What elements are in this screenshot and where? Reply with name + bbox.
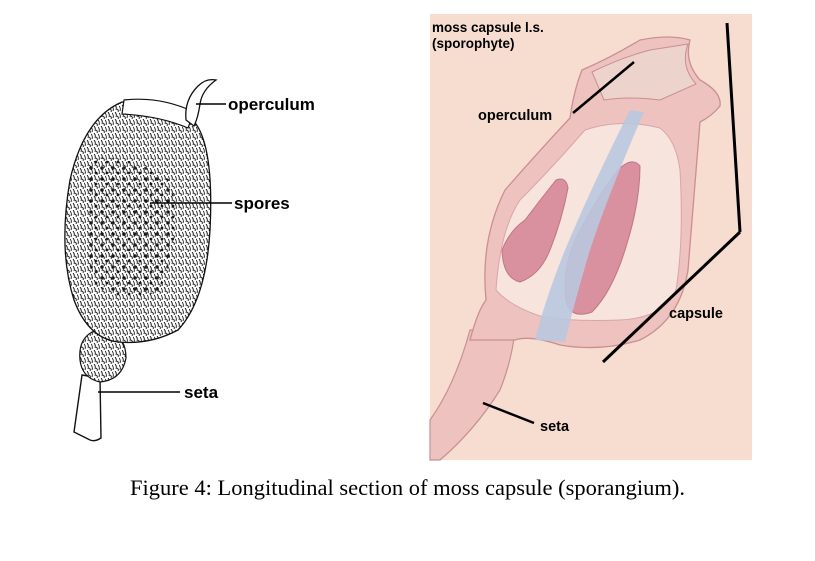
- micrograph-spore-mass-left: [501, 178, 569, 283]
- drawing-seta-label: seta: [184, 383, 219, 402]
- capsule-micrograph: moss capsule l.s. (sporophyte) operculum…: [429, 14, 752, 461]
- capsule-bracket-upper: [725, 22, 742, 233]
- drawing-operculum-label: operculum: [228, 95, 315, 114]
- micrograph-columella: [535, 110, 644, 342]
- micrograph-seta-pointer: [482, 401, 535, 425]
- capsule-bracket-lower: [601, 230, 742, 364]
- drawing-rim: [121, 98, 195, 129]
- drawing-spore-sac: [86, 157, 176, 298]
- figure-caption: Figure 4: Longitudinal section of moss c…: [130, 475, 685, 500]
- drawing-neck: [79, 329, 127, 383]
- micrograph-capsule-label: capsule: [669, 306, 723, 322]
- micrograph-operculum: [591, 43, 697, 101]
- micrograph-title-line2: (sporophyte): [432, 36, 515, 51]
- figure-graphics: operculum spores seta moss cap: [64, 14, 752, 461]
- micrograph-operculum-label: operculum: [478, 108, 552, 124]
- capsule-drawing: operculum spores seta: [64, 78, 315, 442]
- micrograph-seta: [429, 329, 516, 461]
- drawing-spores-label: spores: [234, 194, 290, 213]
- micrograph-title-line1: moss capsule l.s.: [432, 20, 544, 35]
- drawing-operculum: [185, 78, 218, 127]
- micrograph-seta-label: seta: [540, 419, 570, 435]
- drawing-seta: [73, 374, 102, 442]
- micrograph-operculum-pointer: [572, 61, 635, 114]
